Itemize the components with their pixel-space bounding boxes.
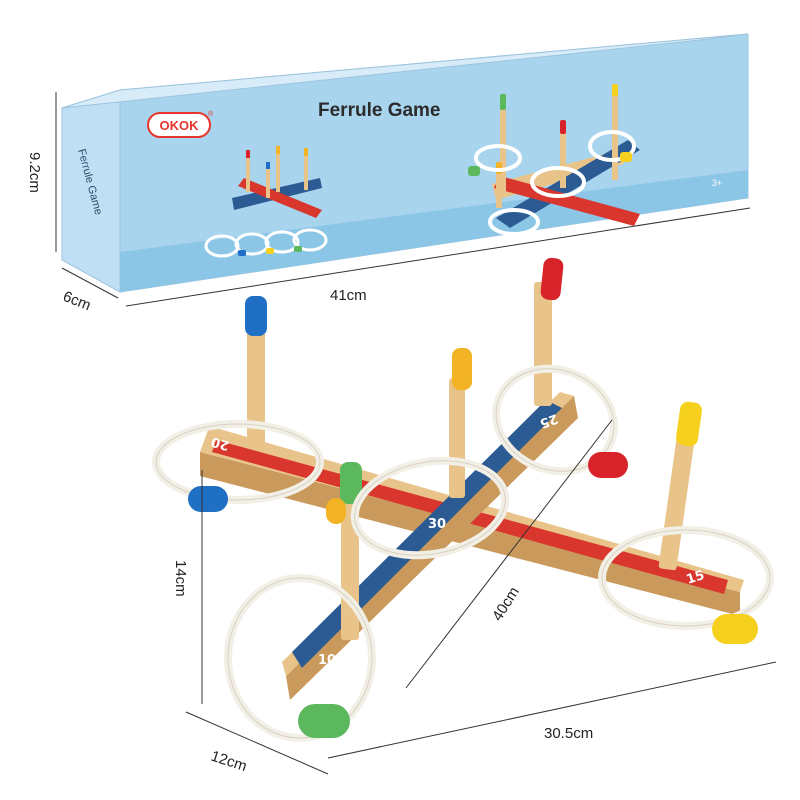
box-top-face xyxy=(61,33,749,109)
box-depth-label: 6cm xyxy=(61,288,94,314)
brand-logo: OKOK ® xyxy=(147,110,214,138)
score-right: 15 xyxy=(685,568,707,588)
ring-front xyxy=(224,574,376,742)
ring-back xyxy=(492,364,628,478)
ring-left xyxy=(152,420,324,512)
board-red xyxy=(200,428,744,616)
game-diagonal-label: 40cm xyxy=(489,584,523,624)
peg-red xyxy=(534,257,564,406)
box-illustration-large xyxy=(468,84,640,236)
box-depth-line xyxy=(61,267,119,299)
score-back: 25 xyxy=(538,410,560,430)
box-length-label: 41cm xyxy=(330,287,367,304)
box-front-band xyxy=(120,170,748,292)
ring-center xyxy=(326,456,510,560)
game-depth-label: 12cm xyxy=(209,748,249,776)
age-badge: 3+ xyxy=(712,178,722,188)
score-center: 30 xyxy=(428,517,446,532)
game-dimensions xyxy=(185,419,777,775)
game-height-label: 14cm xyxy=(172,560,189,597)
score-front: 10 xyxy=(318,653,336,668)
product-box: OKOK ® Ferrule Game Ferrule Game xyxy=(61,33,749,293)
game-diagonal-line xyxy=(405,419,613,689)
peg-yellow xyxy=(658,401,702,571)
box-illustration-small xyxy=(204,146,328,258)
ring-right xyxy=(598,526,774,644)
score-left: 20 xyxy=(210,433,231,452)
box-title: Ferrule Game xyxy=(318,100,441,121)
game-width-label: 30.5cm xyxy=(544,725,593,742)
peg-orange xyxy=(449,348,472,498)
registered-mark: ® xyxy=(208,110,214,118)
box-length-line xyxy=(125,207,751,307)
game-width-line xyxy=(327,661,777,759)
ring-toss-game: 20 30 15 10 25 xyxy=(152,257,774,742)
box-dimensions xyxy=(55,92,751,307)
age-badge-text: 3+ xyxy=(712,178,722,188)
peg-blue xyxy=(245,296,267,446)
brand-name: OKOK xyxy=(160,118,200,133)
box-height-label: 9.2cm xyxy=(26,152,43,193)
game-depth-line xyxy=(185,711,329,775)
